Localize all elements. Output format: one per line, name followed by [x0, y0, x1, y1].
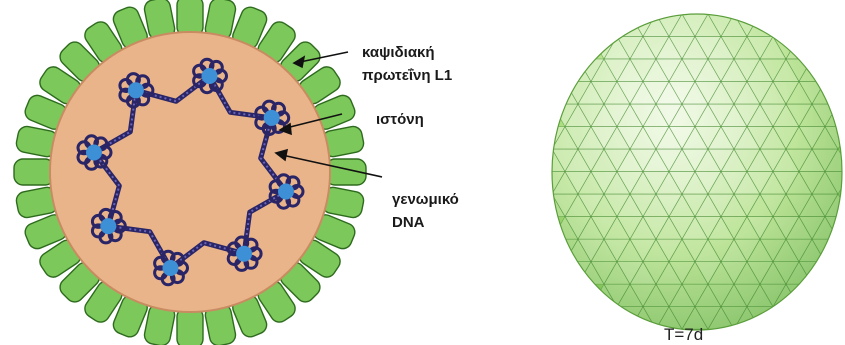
- capsomere: [177, 308, 203, 345]
- triangulation-caption: T=7d: [664, 325, 703, 344]
- capsid-shell-facets: [539, 0, 845, 345]
- virion-interior: [50, 32, 330, 312]
- virion-cross-section: [14, 0, 366, 345]
- capsid-shell-model: [539, 0, 845, 345]
- capsid-protein-label-line2: πρωτεΐνη L1: [362, 67, 452, 84]
- genomic-dna-label-line1: γενωμικό: [392, 191, 459, 208]
- capsid-protein-label-line1: καψιδιακή: [362, 44, 435, 61]
- genomic-dna-label-line2: DNA: [392, 214, 425, 231]
- capsomere: [177, 0, 203, 36]
- capsomere: [14, 159, 54, 185]
- histone-label: ιστόνη: [376, 111, 424, 128]
